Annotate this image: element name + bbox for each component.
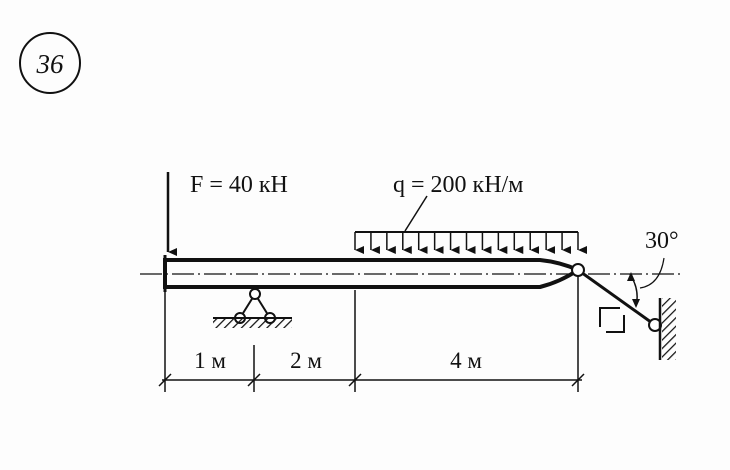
wall-support (658, 298, 676, 360)
dimension-label: 4 м (450, 348, 482, 373)
dimension-lines (158, 276, 585, 392)
angle-label: 30° (645, 228, 679, 254)
problem-number: 36 (36, 49, 65, 79)
dimension-label: 2 м (290, 348, 322, 373)
force-label: F = 40 кН (190, 172, 288, 198)
pin-support (213, 288, 292, 328)
distributed-load-label: q = 200 кН/м (393, 172, 523, 198)
angle-leader (639, 257, 665, 289)
link-rod (571, 263, 662, 332)
distributed-load (354, 231, 587, 254)
angle-arrows (627, 272, 640, 308)
right-angle-mark (599, 307, 625, 333)
dimension-label: 1 м (194, 348, 226, 373)
problem-number-badge: 36 (19, 32, 81, 94)
load-leader-line (404, 195, 428, 232)
